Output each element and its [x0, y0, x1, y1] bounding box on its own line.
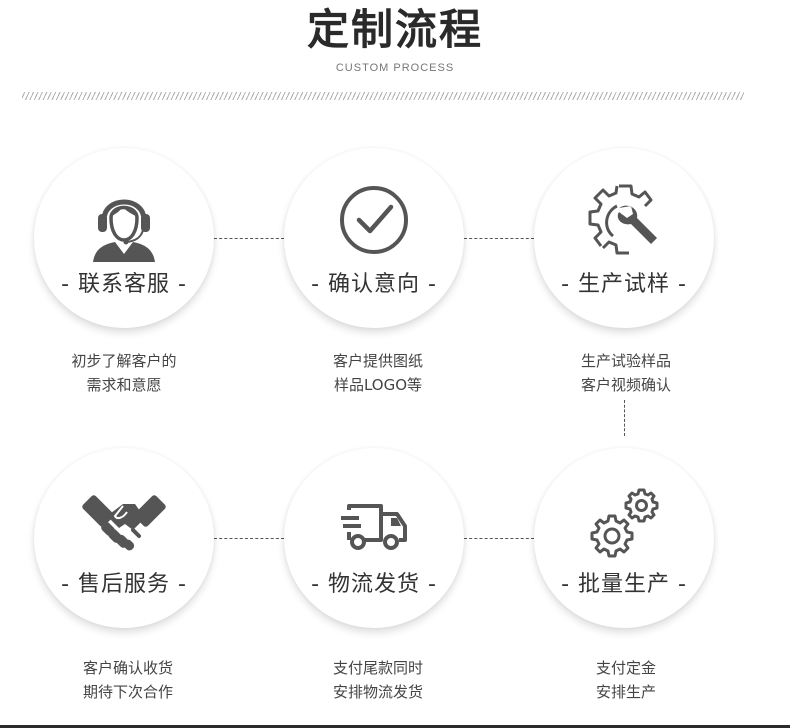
step-production-sample: - 生产试样 -	[534, 148, 714, 328]
step-label: - 确认意向 -	[311, 272, 437, 297]
gears-icon	[590, 488, 659, 558]
step-description: 客户提供图纸 样品LOGO等	[278, 349, 478, 397]
connector-line	[214, 538, 284, 539]
step-confirm-intent: - 确认意向 -	[284, 148, 464, 328]
step-label: - 联系客服 -	[61, 272, 187, 297]
step-description: 生产试验样品 客户视频确认	[526, 349, 726, 397]
page-subtitle: CUSTOM PROCESS	[335, 62, 455, 74]
handshake-icon	[82, 495, 166, 551]
page-title: 定制流程	[306, 5, 483, 54]
checkmark-circle-icon	[340, 186, 408, 254]
desc-line: 期待下次合作	[82, 683, 173, 701]
desc-line: 生产试验样品	[580, 352, 671, 370]
desc-line: 安排物流发货	[332, 683, 423, 701]
desc-line: 客户视频确认	[580, 376, 671, 394]
desc-line: 样品LOGO等	[333, 376, 423, 394]
step-label: - 批量生产 -	[561, 572, 687, 597]
connector-line	[624, 400, 625, 436]
step-after-sales: - 售后服务 -	[34, 448, 214, 628]
gear-wrench-icon	[588, 184, 657, 255]
step-description: 客户确认收货 期待下次合作	[28, 656, 228, 704]
step-description: 支付定金 安排生产	[526, 656, 726, 704]
step-contact-service: - 联系客服 -	[34, 148, 214, 328]
desc-line: 客户确认收货	[82, 659, 173, 677]
desc-line: 初步了解客户的	[71, 352, 177, 370]
step-label: - 售后服务 -	[61, 572, 187, 597]
desc-line: 安排生产	[595, 683, 656, 701]
step-mass-production: - 批量生产 -	[534, 448, 714, 628]
step-description: 支付尾款同时 安排物流发货	[278, 656, 478, 704]
desc-line: 需求和意愿	[86, 376, 162, 394]
desc-line: 支付定金	[595, 659, 656, 677]
step-logistics: - 物流发货 -	[284, 448, 464, 628]
step-label: - 物流发货 -	[311, 572, 437, 597]
connector-line	[464, 538, 534, 539]
desc-line: 客户提供图纸	[332, 352, 423, 370]
step-label: - 生产试样 -	[561, 272, 687, 297]
connector-line	[214, 238, 284, 239]
connector-line	[464, 238, 534, 239]
desc-line: 支付尾款同时	[332, 659, 423, 677]
customer-service-headset-icon	[93, 199, 155, 262]
hatched-divider	[22, 92, 744, 100]
step-description: 初步了解客户的 需求和意愿	[24, 349, 224, 397]
bottom-border	[0, 725, 790, 728]
delivery-truck-icon	[341, 504, 407, 550]
